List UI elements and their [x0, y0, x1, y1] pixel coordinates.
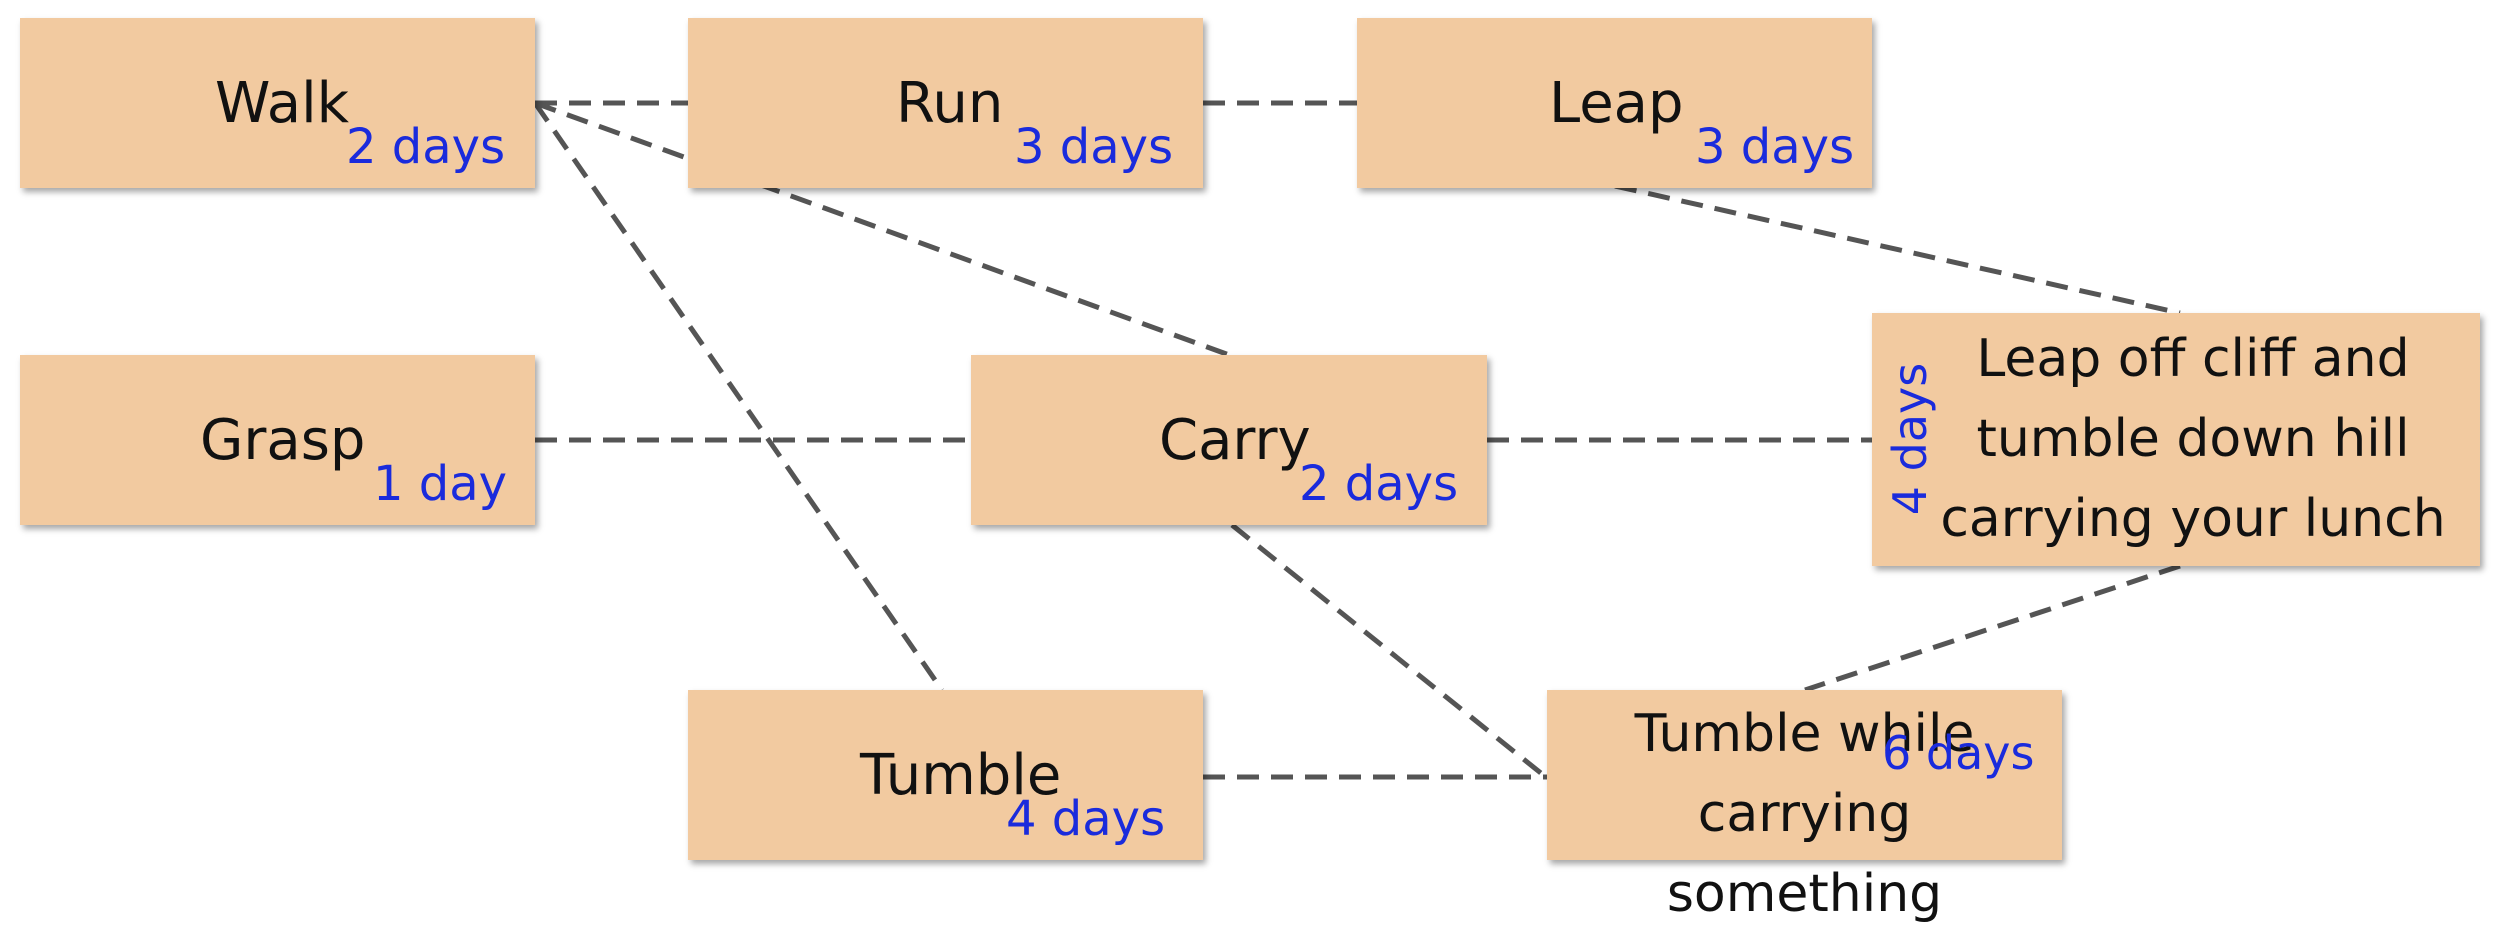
- node-run-duration: 3 days: [1014, 119, 1174, 175]
- node-leap-off-cliff-label: Leap off cliff and tumble down hill carr…: [1940, 329, 2446, 549]
- node-grasp[interactable]: Grasp 1 day: [20, 355, 535, 525]
- node-leap-label: Leap: [1549, 71, 1684, 136]
- node-carry[interactable]: Carry 2 days: [971, 355, 1487, 525]
- node-carry-label: Carry: [1159, 408, 1311, 473]
- connector-leap-leapoff: [1614, 183, 2181, 316]
- node-walk-duration: 2 days: [346, 119, 506, 175]
- node-grasp-duration: 1 day: [373, 456, 508, 512]
- node-tumble-label: Tumble: [860, 743, 1062, 808]
- node-tumble-while-carrying[interactable]: Tumble while carrying something 6 days: [1547, 690, 2062, 924]
- node-leap-off-cliff[interactable]: Leap off cliff and tumble down hill carr…: [1872, 313, 2480, 566]
- connector-carry-tumblewhile: [1230, 523, 1549, 780]
- node-run-label: Run: [896, 71, 1004, 136]
- connector-walk-tumble: [532, 101, 945, 692]
- node-leap-duration: 3 days: [1695, 119, 1855, 175]
- node-tumble[interactable]: Tumble 4 days: [688, 690, 1203, 860]
- node-leap-off-cliff-duration: 4 days: [1883, 362, 1938, 516]
- connector-layer: [532, 100, 2181, 780]
- node-leap[interactable]: Leap 3 days: [1357, 18, 1872, 188]
- node-walk-label: Walk: [215, 71, 350, 136]
- node-tumble-duration: 4 days: [1006, 791, 1166, 847]
- node-walk[interactable]: Walk 2 days: [20, 18, 535, 188]
- node-carry-duration: 2 days: [1299, 456, 1459, 512]
- node-grasp-label: Grasp: [200, 408, 366, 473]
- node-tumble-while-carrying-duration: 6 days: [1882, 726, 2035, 780]
- node-run[interactable]: Run 3 days: [688, 18, 1203, 188]
- connector-walk-carry: [534, 100, 1233, 359]
- connector-leapoff-tumblewhile: [1804, 563, 2181, 693]
